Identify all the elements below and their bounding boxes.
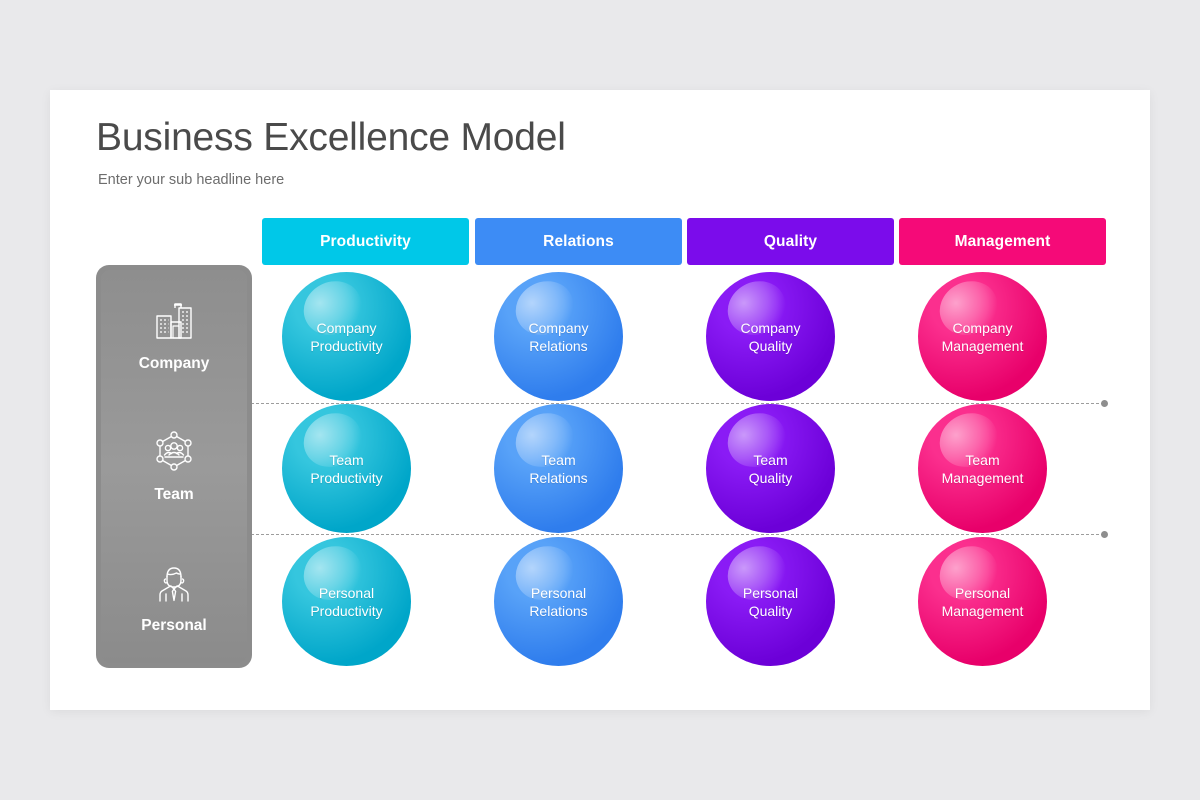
sphere-label: Company Relations xyxy=(528,319,589,354)
sphere-team-management[interactable]: Team Management xyxy=(918,404,1047,533)
sphere-label: Personal Relations xyxy=(529,584,588,619)
category-sidebar: Company xyxy=(96,265,252,668)
divider-end-dot xyxy=(1101,400,1108,407)
sidebar-item-company[interactable]: Company xyxy=(101,270,247,401)
row-divider-1 xyxy=(96,400,1108,407)
sphere-team-quality[interactable]: Team Quality xyxy=(706,404,835,533)
page-subtitle: Enter your sub headline here xyxy=(98,172,285,188)
sphere-company-quality[interactable]: Company Quality xyxy=(706,272,835,401)
page-title: Business Excellence Model xyxy=(96,116,566,159)
sphere-label: Personal Productivity xyxy=(310,584,383,619)
slide-canvas: Business Excellence Model Enter your sub… xyxy=(50,90,1150,710)
column-header-label: Productivity xyxy=(320,232,411,250)
sphere-label: Personal Management xyxy=(941,584,1024,619)
sphere-team-relations[interactable]: Team Relations xyxy=(494,404,623,533)
team-network-icon xyxy=(150,429,198,477)
row-divider-2 xyxy=(96,531,1108,538)
column-header-label: Quality xyxy=(763,232,818,250)
sphere-label: Team Management xyxy=(941,451,1024,486)
sidebar-item-personal[interactable]: Personal xyxy=(101,532,247,663)
sphere-label: Company Management xyxy=(941,319,1024,354)
office-buildings-icon xyxy=(150,298,198,346)
sphere-label: Team Quality xyxy=(748,451,793,486)
sidebar-item-label: Personal xyxy=(141,617,207,634)
sidebar-item-label: Team xyxy=(154,486,194,503)
sidebar-item-label: Company xyxy=(138,355,210,372)
sphere-personal-relations[interactable]: Personal Relations xyxy=(494,537,623,666)
sphere-label: Personal Quality xyxy=(742,584,799,619)
category-sidebar-inner: Company xyxy=(101,270,247,663)
column-header-management[interactable]: Management xyxy=(899,218,1106,265)
sphere-label: Company Productivity xyxy=(310,319,383,354)
column-header-relations[interactable]: Relations xyxy=(475,218,682,265)
sphere-label: Team Relations xyxy=(529,451,588,486)
sidebar-item-team[interactable]: Team xyxy=(101,401,247,532)
column-header-productivity[interactable]: Productivity xyxy=(262,218,469,265)
sphere-company-management[interactable]: Company Management xyxy=(918,272,1047,401)
column-header-quality[interactable]: Quality xyxy=(687,218,894,265)
column-header-label: Management xyxy=(954,232,1051,250)
businessman-icon xyxy=(150,560,198,608)
sphere-label: Company Quality xyxy=(740,319,801,354)
sphere-personal-management[interactable]: Personal Management xyxy=(918,537,1047,666)
sphere-label: Team Productivity xyxy=(310,451,383,486)
column-header-label: Relations xyxy=(543,232,614,250)
divider-end-dot xyxy=(1101,531,1108,538)
sphere-team-productivity[interactable]: Team Productivity xyxy=(282,404,411,533)
sphere-company-productivity[interactable]: Company Productivity xyxy=(282,272,411,401)
sphere-personal-quality[interactable]: Personal Quality xyxy=(706,537,835,666)
sphere-personal-productivity[interactable]: Personal Productivity xyxy=(282,537,411,666)
sphere-company-relations[interactable]: Company Relations xyxy=(494,272,623,401)
